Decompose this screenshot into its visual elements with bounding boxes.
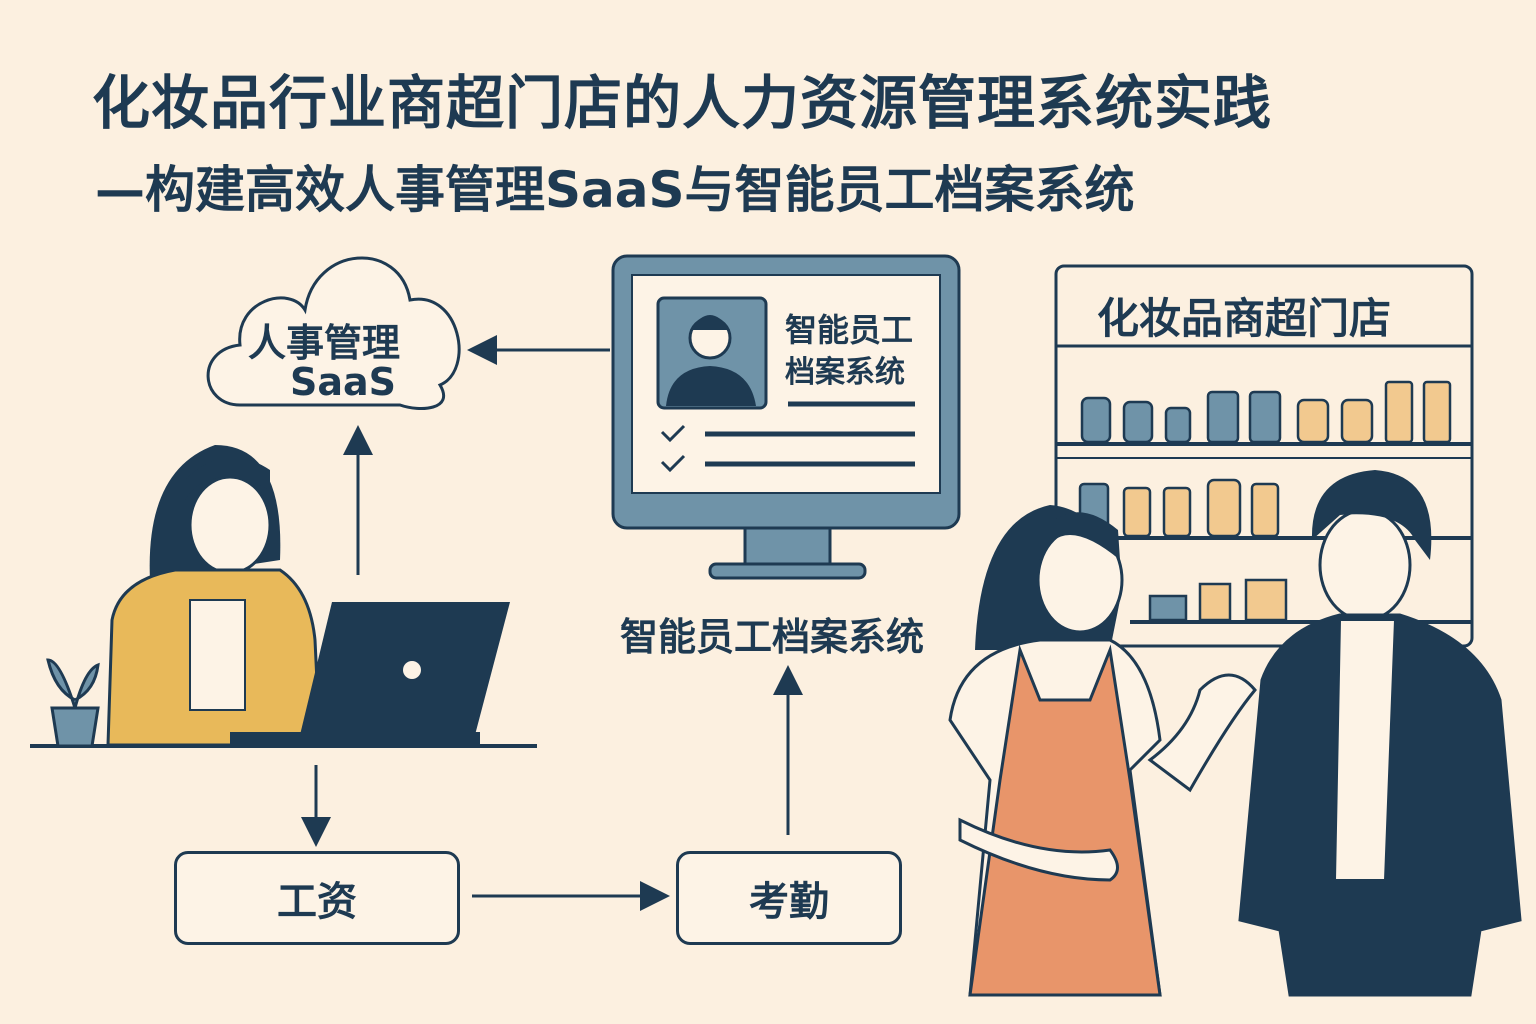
monitor-caption: 智能员工档案系统 [620, 615, 925, 659]
cloud-icon [206, 256, 461, 410]
page-title: 化妆品行业商超门店的人力资源管理系统实践 [92, 69, 1273, 137]
shop-assistant-woman [948, 505, 1257, 997]
monitor-label-line2: 档案系统 [785, 355, 905, 390]
salary-box: 工资 [174, 851, 460, 945]
salary-label: 工资 [277, 879, 357, 925]
monitor-icon [611, 254, 961, 580]
cloud-label-line1: 人事管理 [248, 321, 401, 365]
page-subtitle: —构建高效人事管理SaaS与智能员工档案系统 [95, 161, 1135, 219]
attendance-box: 考勤 [676, 851, 902, 945]
manager-man [1238, 470, 1522, 997]
attendance-label: 考勤 [749, 879, 829, 925]
cloud-label-line2: SaaS [290, 360, 397, 404]
store-sign: 化妆品商超门店 [1097, 294, 1392, 343]
hr-woman-at-laptop [30, 445, 537, 748]
monitor-label-line1: 智能员工 [785, 311, 914, 349]
